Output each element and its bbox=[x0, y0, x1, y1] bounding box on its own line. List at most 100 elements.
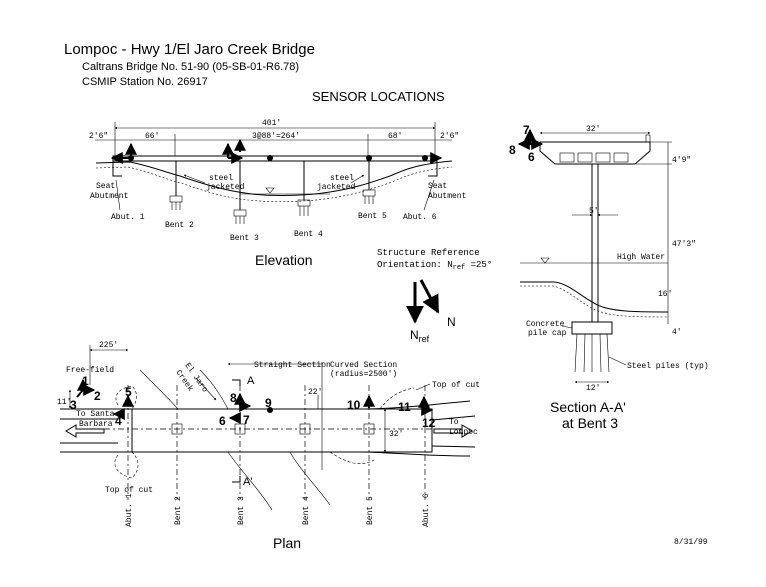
section-sensor-7: 7 bbox=[523, 123, 530, 137]
sensor-1: 1 bbox=[82, 374, 89, 388]
pile-cap bbox=[571, 321, 613, 335]
north-ref-label: Nref bbox=[410, 328, 430, 344]
section-offset: 5' bbox=[589, 207, 599, 216]
abutment-6 bbox=[428, 161, 438, 177]
bridge-title: Lompoc - Hwy 1/El Jaro Creek Bridge bbox=[64, 41, 315, 58]
sensor-10: 10 bbox=[347, 398, 361, 412]
seat-abutment-left-line1: Seat bbox=[96, 182, 115, 191]
top-of-cut-right-label: Top of cut bbox=[432, 381, 480, 390]
abutment-1 bbox=[112, 161, 122, 177]
elevation-sensor-abut1 bbox=[110, 142, 137, 164]
ground-hatch bbox=[95, 166, 453, 202]
dim-225: 225' bbox=[99, 341, 118, 350]
north-arrow bbox=[419, 279, 440, 314]
dim-11: 11' bbox=[57, 398, 71, 407]
top-of-cut-right bbox=[379, 387, 415, 410]
seat-abutment-right-line1: Seat bbox=[428, 182, 447, 191]
elevation-sensor-deck-bent3 bbox=[222, 138, 246, 164]
top-of-cut-left-label: Top of cut bbox=[105, 486, 153, 495]
section-h1: 4'9" bbox=[672, 156, 691, 165]
water-level-icon bbox=[265, 187, 275, 194]
creek-bank-left-north bbox=[139, 369, 179, 410]
sensor-locations-heading: SENSOR LOCATIONS bbox=[312, 89, 445, 104]
pile-cap-line1: Concrete bbox=[526, 320, 565, 329]
to-lompoc-line1: To bbox=[449, 418, 459, 427]
dim-total-length: 401' bbox=[262, 119, 281, 128]
elev-label-bent-2: Bent 2 bbox=[165, 221, 194, 230]
orientation-line1: Structure Reference bbox=[377, 248, 480, 258]
plan-axis-bent-4: Bent 4 bbox=[302, 496, 311, 525]
seat-abutment-right-line2: Abutment bbox=[428, 192, 466, 201]
seat-abutment-left-line2: Abutment bbox=[90, 192, 128, 201]
csmip-station-number: CSMIP Station No. 26917 bbox=[82, 76, 208, 88]
section-width: 32' bbox=[586, 125, 600, 134]
to-santa-barbara-line1: To Santa bbox=[76, 410, 115, 419]
sensor-4: 4 bbox=[115, 414, 122, 428]
sensor-3: 3 bbox=[70, 398, 77, 412]
straight-section-label: Straight Section bbox=[254, 361, 331, 370]
dim-left-span: 66' bbox=[145, 132, 159, 141]
sensor-2: 2 bbox=[94, 389, 101, 403]
section-sensor-6: 6 bbox=[528, 150, 535, 164]
elevation-sensor-midspan bbox=[267, 155, 273, 161]
north-label: N bbox=[447, 315, 456, 329]
section-ground bbox=[520, 281, 669, 313]
sensor-12: 12 bbox=[422, 416, 436, 430]
dim-right-end: 2'6" bbox=[440, 132, 459, 141]
plan-sensors bbox=[76, 378, 434, 424]
to-santa-barbara-arrow bbox=[65, 424, 105, 438]
free-field-label: Free-field bbox=[66, 366, 114, 375]
sensor-5: 5 bbox=[125, 385, 132, 399]
sensor-11: 11 bbox=[398, 400, 411, 414]
plan-axis-bent-5: Bent 5 bbox=[366, 496, 375, 525]
sensor-7: 7 bbox=[243, 413, 250, 427]
steel-piles-label: Steel piles (typ) bbox=[627, 362, 709, 371]
elev-label-bent-3: Bent 3 bbox=[230, 234, 259, 243]
section-h3: 4' bbox=[672, 328, 682, 337]
steel-jacketed-left-line1: steel bbox=[209, 174, 233, 183]
high-water-icon bbox=[540, 257, 550, 264]
elev-label-abut-6: Abut. 6 bbox=[403, 213, 437, 222]
elevation-title: Elevation bbox=[255, 252, 313, 268]
pile-cap-line2: pile cap bbox=[528, 329, 567, 338]
plan-axis-abut-1: Abut. 1 bbox=[125, 493, 134, 527]
steel-jacketed-right-line2: jacketed bbox=[317, 183, 356, 192]
cut-a-prime: A' bbox=[243, 476, 252, 488]
plan-axis-bent-3: Bent 3 bbox=[237, 496, 246, 525]
elev-label-bent-5: Bent 5 bbox=[358, 212, 387, 221]
drawing-date: 8/31/99 bbox=[674, 538, 708, 547]
section-title-line1: Section A-A' bbox=[550, 399, 626, 415]
elevation-sensor-bent5 bbox=[366, 155, 372, 161]
section-h2: 16' bbox=[658, 290, 672, 299]
steel-jacketed-right-line1: steel bbox=[330, 174, 354, 183]
footing-width: 12' bbox=[586, 384, 600, 393]
curved-section-label: Curved Section bbox=[330, 361, 397, 370]
ground-profile bbox=[95, 160, 453, 196]
caltrans-bridge-number: Caltrans Bridge No. 51-90 (05-SB-01-R6.7… bbox=[82, 61, 299, 73]
section-deck bbox=[539, 141, 651, 165]
elev-label-abut-1: Abut. 1 bbox=[111, 213, 145, 222]
plan-view: Straight Section Curved Section (radius=… bbox=[57, 341, 480, 551]
section-sensor-8: 8 bbox=[509, 143, 516, 157]
orientation-block: Structure Reference Orientation: Nref =2… bbox=[377, 248, 492, 344]
radius-label: (radius=2500') bbox=[330, 370, 397, 379]
plan-axis-bent-2: Bent 2 bbox=[174, 496, 183, 525]
high-water-label: High Water bbox=[617, 253, 665, 262]
dim-32: 32' bbox=[389, 430, 403, 439]
roadway-bottom-edge bbox=[60, 451, 471, 457]
section-title-line2: at Bent 3 bbox=[562, 415, 618, 431]
sensor-8: 8 bbox=[230, 391, 237, 405]
plan-deck bbox=[131, 408, 433, 453]
dim-22: 22' bbox=[308, 388, 322, 397]
elevation-sensor-abut6 bbox=[422, 152, 443, 164]
to-lompoc-line2: Lompoc bbox=[449, 428, 478, 437]
sensor-6: 6 bbox=[219, 414, 226, 428]
sensor-9: 9 bbox=[265, 396, 272, 410]
elevation-view: 401' 2'6" 66' 3@88'=264' 68' 2'6" bbox=[89, 119, 466, 268]
to-lompoc-arrow bbox=[433, 424, 473, 438]
steel-jacketed-left-line2: jacketed bbox=[206, 183, 245, 192]
dim-center-spans: 3@88'=264' bbox=[252, 132, 300, 141]
plan-axis-abut-6: Abut. 6 bbox=[422, 493, 431, 527]
